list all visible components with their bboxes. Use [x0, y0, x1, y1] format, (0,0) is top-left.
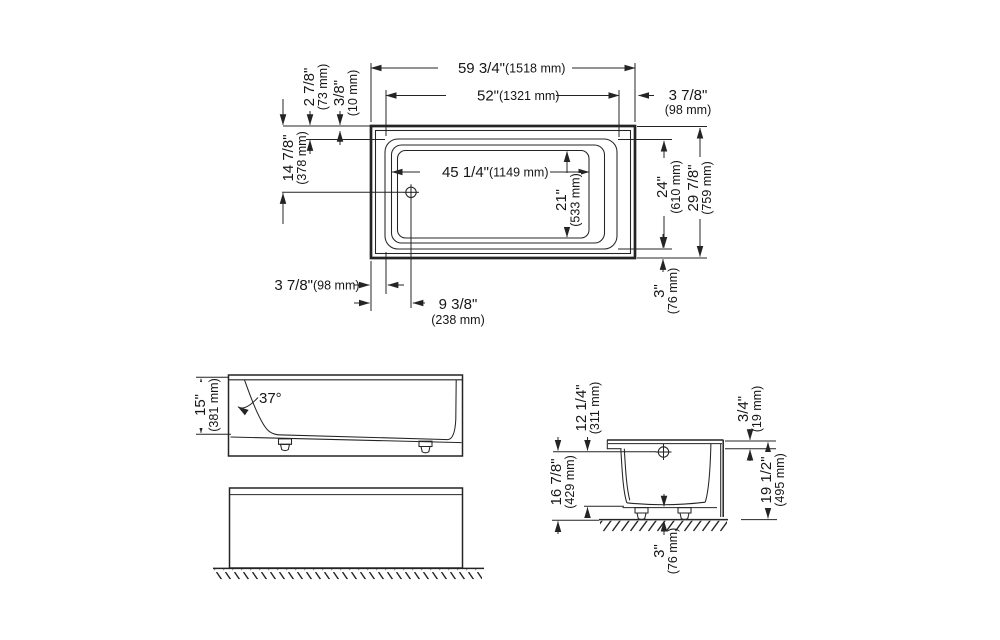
dim-shell-length-in: 52" — [477, 88, 499, 105]
dim-basin-depth-mm: (381 mm) — [207, 378, 221, 431]
dim-rim-lip-in: 3/4" — [735, 396, 752, 422]
dim-overall-height-in: 19 1/2" — [758, 456, 775, 503]
top-view: 59 3/4" (1518 mm) 52" (1321 mm) 3 7/8" (… — [274, 60, 714, 327]
dim-deck-bottom-mm: (76 mm) — [666, 268, 680, 315]
dim-basin-width-in: 21" — [553, 189, 570, 211]
basin-floor-edge — [396, 149, 590, 239]
dim-shell-width-in: 24" — [654, 176, 671, 198]
end-wall-left-inner — [623, 448, 631, 501]
dim-overflow-to-floor-in: 16 7/8" — [548, 458, 565, 505]
side-basin-bottom — [277, 434, 449, 441]
dim-deck-right-in: 3 7/8" — [669, 87, 708, 104]
dim-overall-width-in: 29 7/8" — [685, 164, 702, 211]
dim-backrest-angle: 37° — [259, 390, 282, 407]
rim-outer — [384, 138, 618, 250]
apron-panel — [228, 487, 464, 569]
dim-basin-depth-in: 15" — [192, 394, 209, 416]
dim-overall-length-mm: (1518 mm) — [505, 62, 565, 76]
dim-overall-length-in: 59 3/4" — [458, 60, 505, 77]
backrest-slope — [244, 379, 279, 436]
dim-deck-top-mm: (73 mm) — [316, 64, 330, 111]
dim-drain-from-top-mm: (378 mm) — [295, 131, 309, 184]
dim-rim-lip-mm: (19 mm) — [750, 386, 764, 433]
end-wall-right — [704, 443, 712, 503]
overflow-symbol — [655, 444, 672, 460]
rim-inner — [390, 144, 606, 244]
side-foot-left — [277, 438, 293, 452]
end-view: 12 1/4" (311 mm) 16 7/8" (429 mm) 3/4" (… — [548, 382, 787, 575]
dim-deck-left-mm: (98 mm) — [313, 279, 360, 293]
end-wall-left-outer — [620, 448, 628, 503]
dim-basin-length-mm: (1149 mm) — [489, 166, 549, 180]
dim-flange-mm: (10 mm) — [346, 70, 360, 117]
dim-overall-width-mm: (759 mm) — [700, 161, 714, 214]
dim-shell-width-mm: (610 mm) — [669, 160, 683, 213]
dim-overflow-to-base-in: 12 1/4" — [573, 384, 590, 431]
apron-front-view — [213, 487, 484, 580]
dim-drain-from-top-in: 14 7/8" — [280, 134, 297, 181]
dim-drain-from-end-mm: (238 mm) — [431, 313, 484, 327]
dim-base-clearance-in: 3" — [651, 544, 668, 558]
dim-basin-length-in: 45 1/4" — [442, 164, 489, 181]
dim-overflow-to-base-mm: (311 mm) — [588, 382, 602, 435]
dim-drain-from-end-in: 9 3/8" — [439, 296, 478, 313]
side-view: 37° 15" (381 mm) — [187, 374, 464, 457]
dim-shell-length-mm: (1321 mm) — [499, 89, 559, 103]
side-underside — [230, 436, 462, 444]
angle-leader-arrow — [237, 397, 259, 416]
side-front-wall — [447, 379, 457, 441]
side-foot-right — [418, 440, 433, 454]
side-envelope — [227, 374, 464, 457]
dim-flange-in: 3/8" — [331, 80, 348, 106]
dim-base-clearance-mm: (76 mm) — [666, 528, 680, 575]
dim-deck-top-in: 2 7/8" — [301, 68, 318, 107]
end-foot-right — [677, 507, 692, 520]
drain-symbol — [403, 184, 419, 201]
dim-overflow-to-floor-mm: (429 mm) — [563, 455, 577, 508]
end-foot-left — [634, 507, 649, 520]
end-basin-bottom — [626, 501, 706, 506]
apron-ground-hatch — [214, 569, 482, 580]
dim-deck-left-in: 3 7/8" — [274, 277, 313, 294]
dim-overall-height-mm: (495 mm) — [773, 453, 787, 506]
dim-deck-bottom-in: 3" — [651, 284, 668, 298]
dim-deck-right-mm: (98 mm) — [665, 103, 712, 117]
dim-basin-width-mm: (533 mm) — [569, 173, 583, 226]
